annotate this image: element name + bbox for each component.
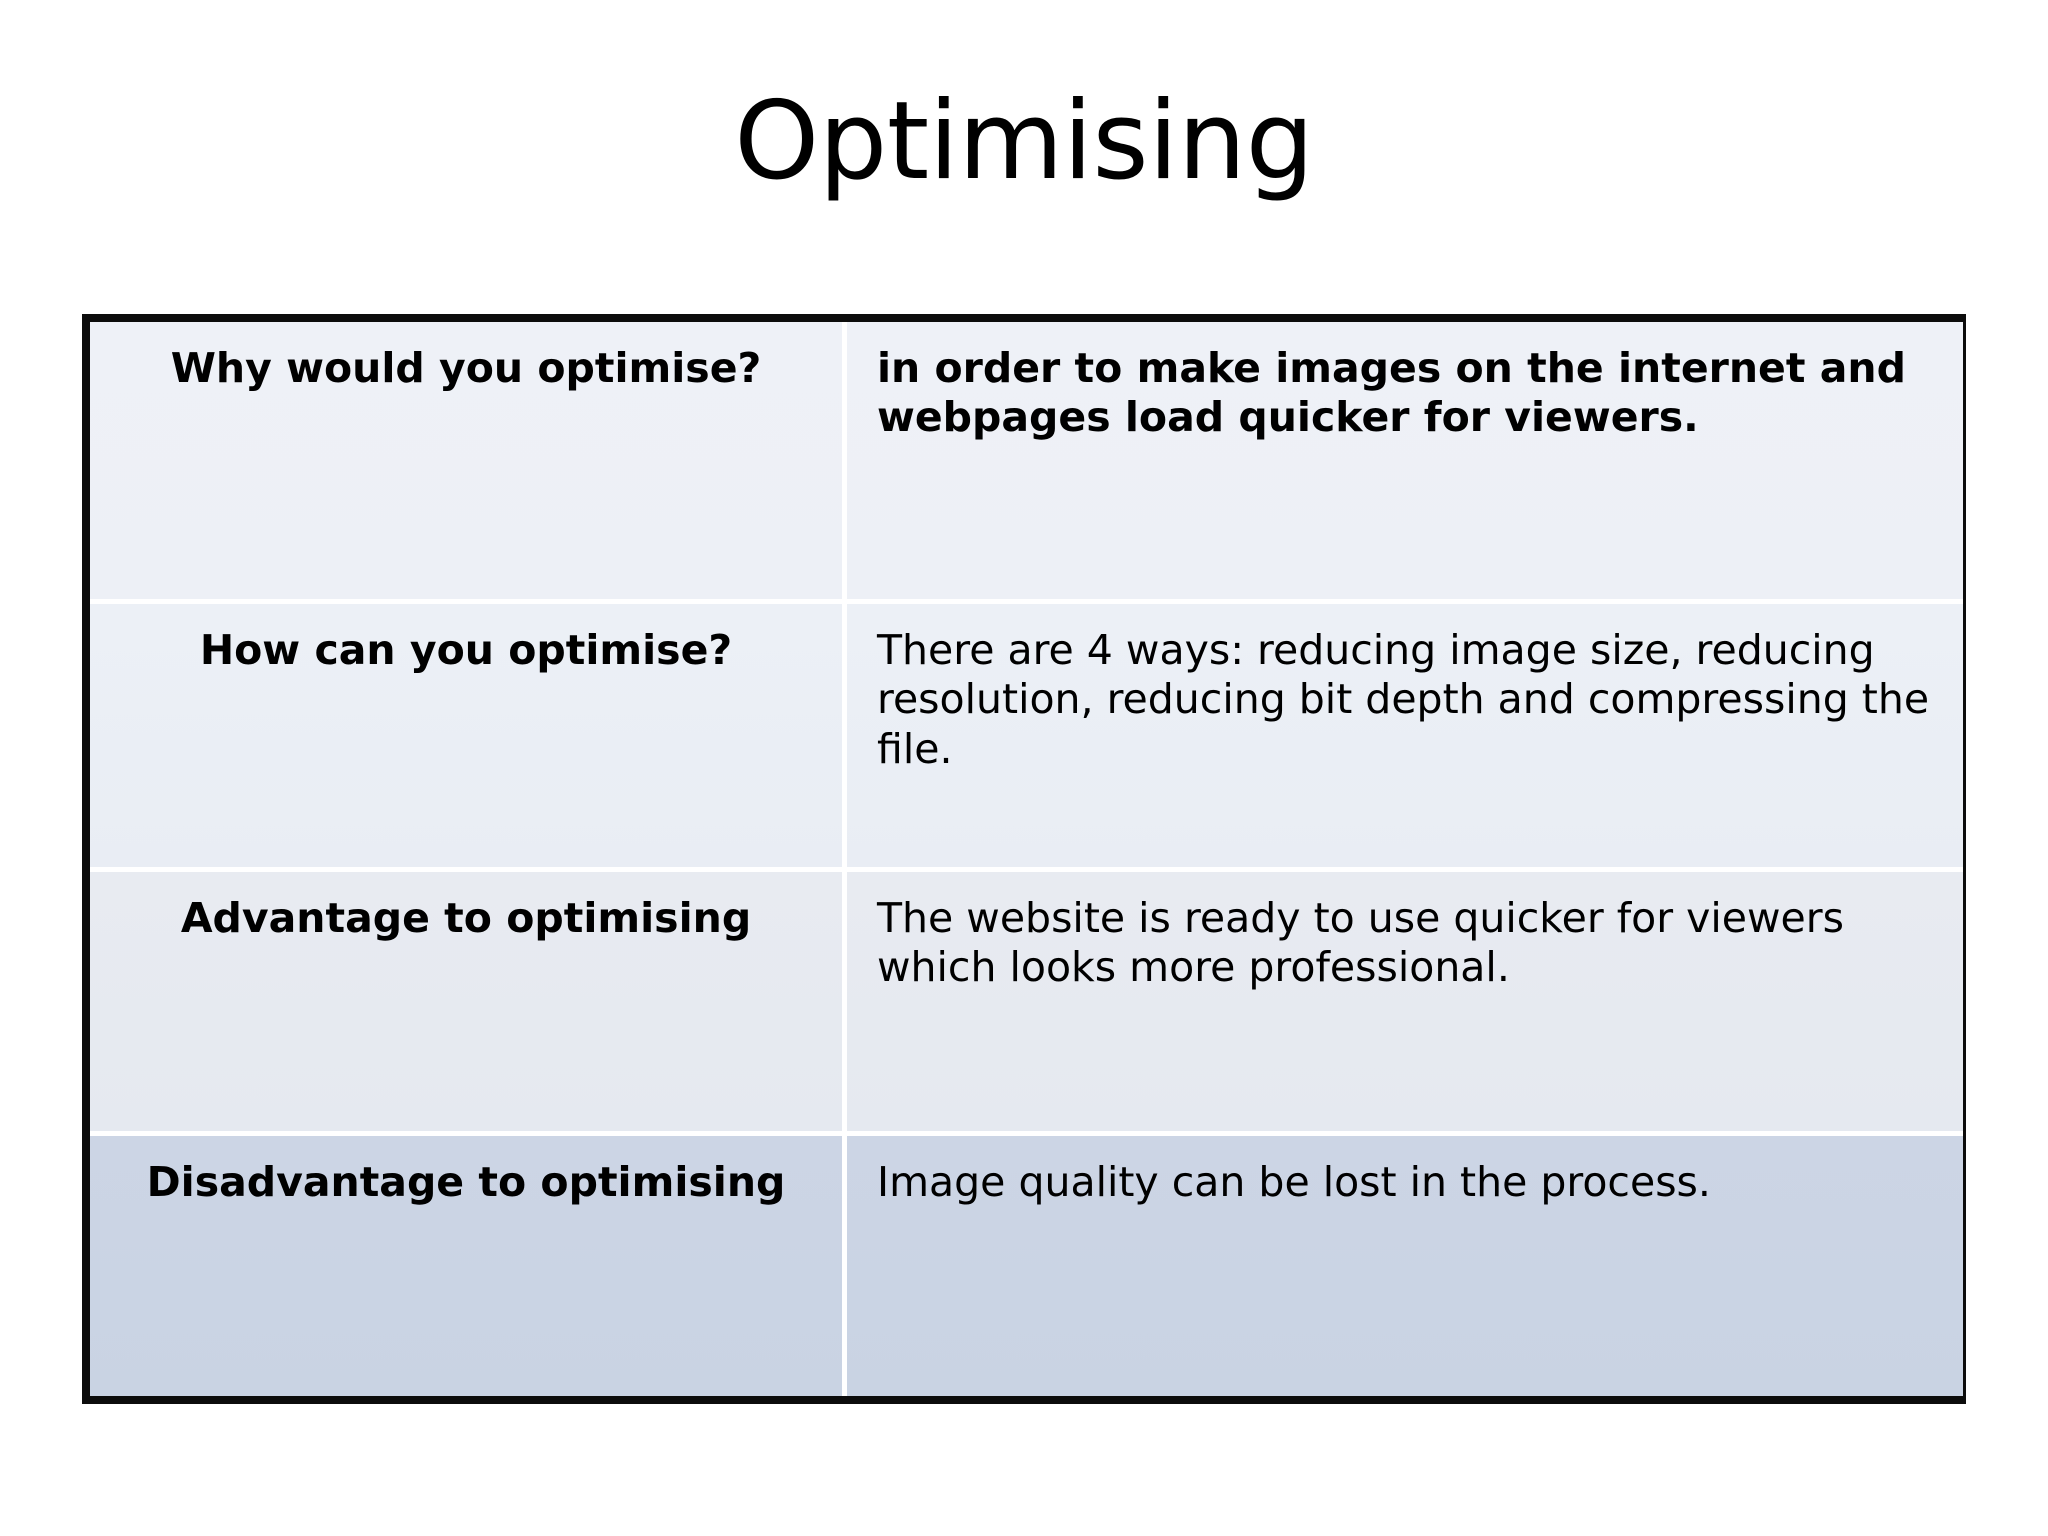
table-row: Disadvantage to optimising Image quality… [90, 1130, 1963, 1396]
table-cell-answer: The website is ready to use quicker for … [842, 867, 1963, 1134]
table-body: Why would you optimise? in order to make… [90, 322, 1963, 1396]
table-cell-question: Advantage to optimising [90, 867, 845, 1134]
table-row: How can you optimise? There are 4 ways: … [90, 599, 1963, 870]
page-title: Optimising [734, 79, 1314, 204]
table-cell-answer: Image quality can be lost in the process… [842, 1130, 1963, 1396]
answer-text: in order to make images on the internet … [877, 344, 1906, 442]
cell-background [90, 604, 842, 868]
cell-content: Disadvantage to optimising [90, 1136, 842, 1207]
answer-text: The website is ready to use quicker for … [877, 894, 1844, 992]
cell-background [847, 1135, 1963, 1396]
cell-content: Image quality can be lost in the process… [847, 1136, 1963, 1207]
optimising-table: Why would you optimise? in order to make… [82, 314, 1966, 1404]
cell-content: How can you optimise? [90, 604, 842, 675]
table-row: Advantage to optimising The website is r… [90, 867, 1963, 1134]
cell-background [90, 872, 842, 1131]
answer-text: Image quality can be lost in the process… [877, 1157, 1711, 1206]
table-cell-question: Why would you optimise? [90, 322, 845, 602]
cell-background [847, 322, 1963, 600]
cell-background [847, 604, 1963, 868]
table-cell-question: Disadvantage to optimising [90, 1130, 845, 1396]
table-cell-answer: in order to make images on the internet … [842, 322, 1963, 602]
cell-background [847, 872, 1963, 1131]
cell-content: The website is ready to use quicker for … [847, 872, 1963, 992]
cell-content: Why would you optimise? [90, 322, 842, 393]
question-text: Why would you optimise? [170, 344, 762, 392]
cell-background [90, 322, 842, 600]
cell-background [90, 1135, 842, 1396]
question-text: Advantage to optimising [180, 894, 752, 943]
answer-text: There are 4 ways: reducing image size, r… [877, 626, 1930, 773]
table-row: Why would you optimise? in order to make… [90, 322, 1963, 602]
question-text: How can you optimise? [199, 626, 733, 675]
table-cell-question: How can you optimise? [90, 599, 845, 870]
table: Why would you optimise? in order to make… [90, 322, 1963, 1396]
question-text: Disadvantage to optimising [146, 1157, 786, 1206]
cell-content: Advantage to optimising [90, 872, 842, 943]
table-cell-answer: There are 4 ways: reducing image size, r… [842, 599, 1963, 870]
cell-content: in order to make images on the internet … [847, 322, 1963, 442]
cell-content: There are 4 ways: reducing image size, r… [847, 604, 1963, 774]
